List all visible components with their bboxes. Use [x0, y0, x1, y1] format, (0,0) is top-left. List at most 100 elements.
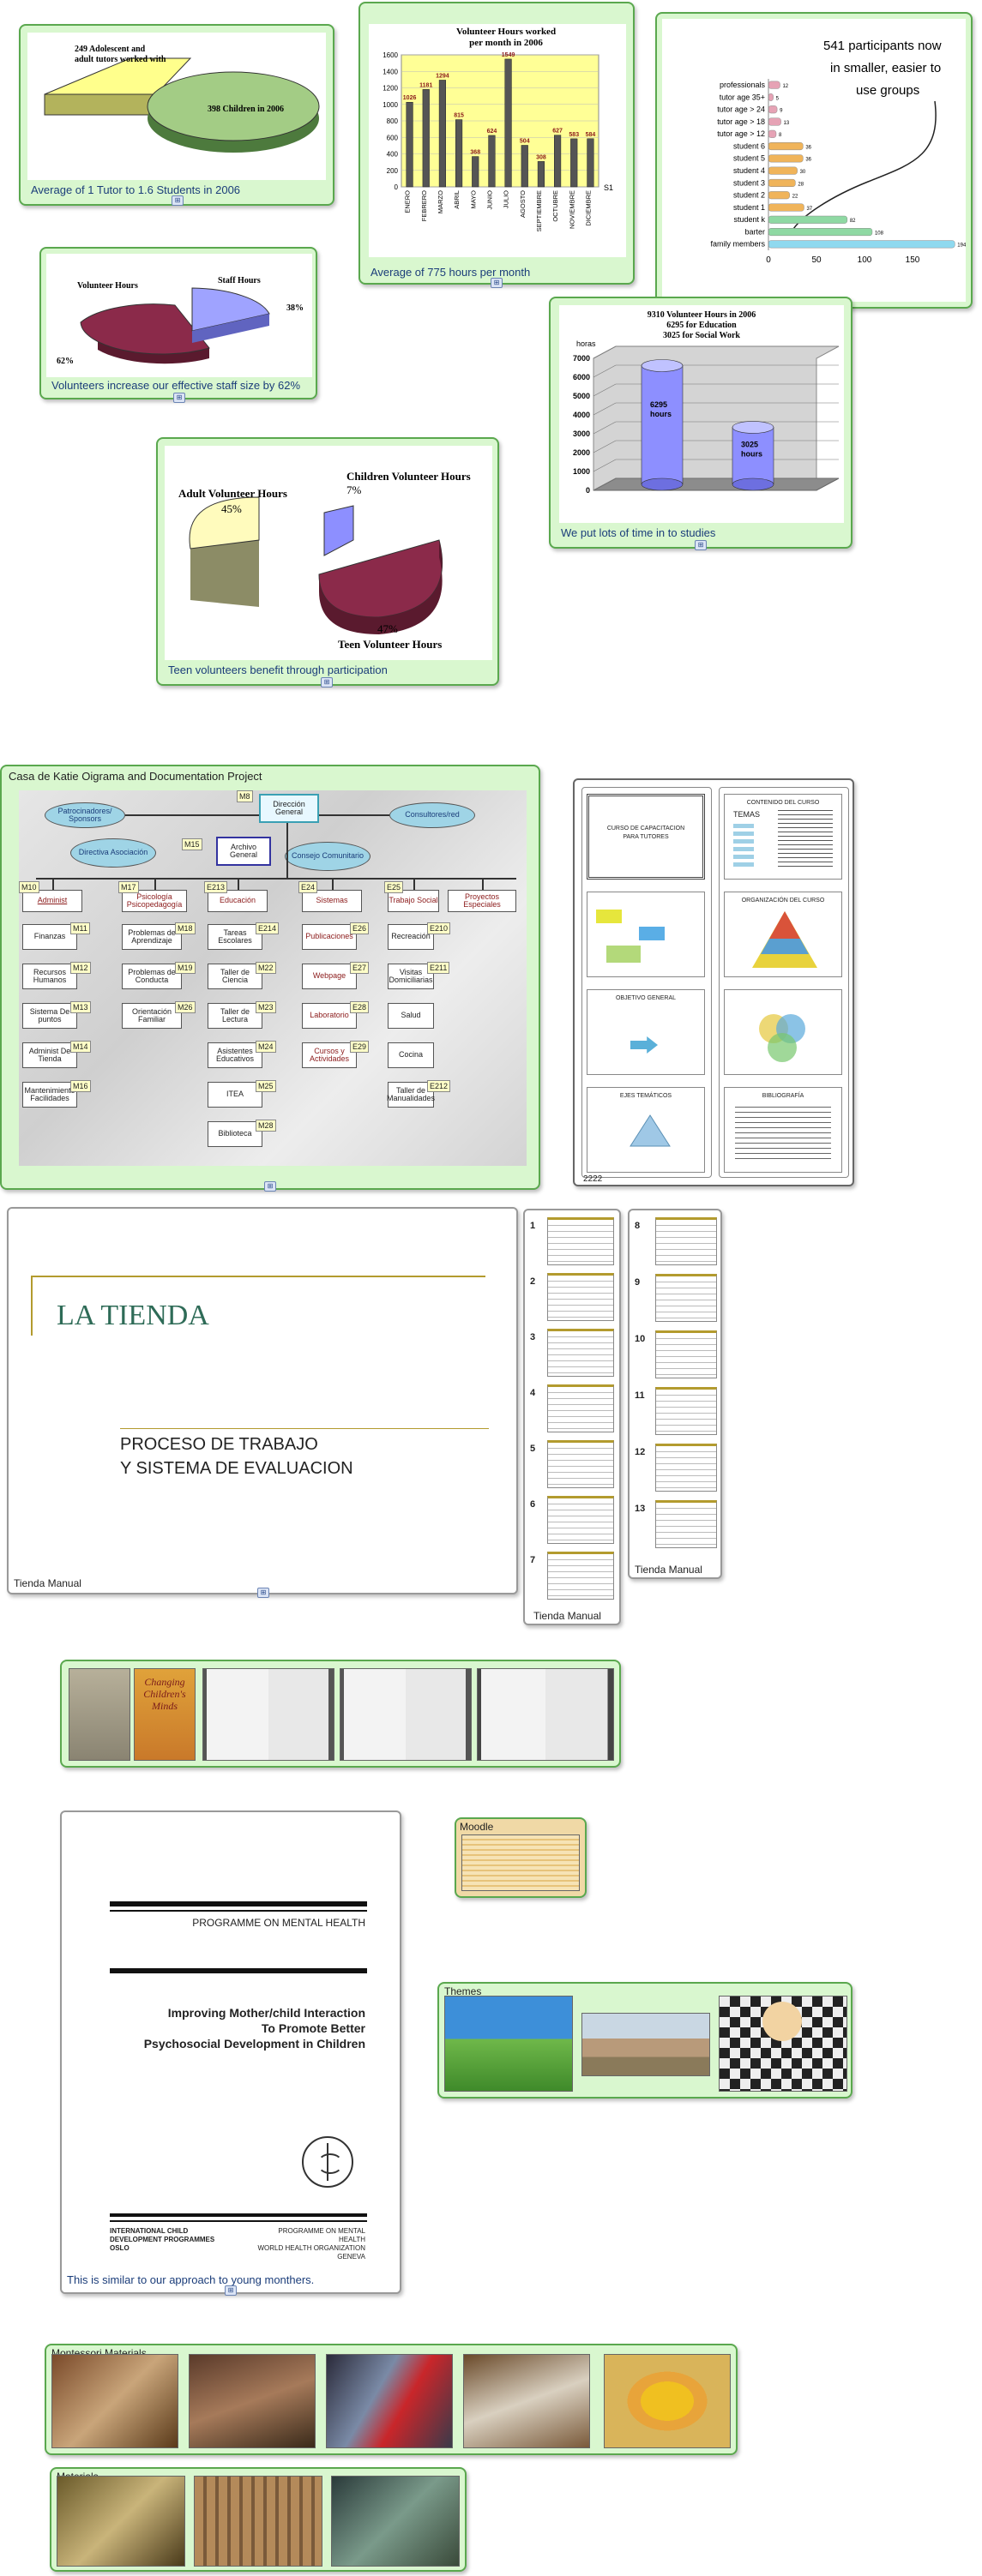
orgchart-item-box[interactable]: Administ De Tienda	[22, 1042, 77, 1068]
pin-icon[interactable]: ⊞	[491, 278, 503, 288]
orgchart-item-box[interactable]: Recreación	[388, 924, 434, 950]
slide-thumb-5[interactable]: OBJETIVO GENERAL	[587, 989, 705, 1075]
slide-thumb-3[interactable]	[587, 892, 705, 977]
pin-icon[interactable]: ⊞	[264, 1181, 276, 1192]
card-themes[interactable]: Themes	[437, 1982, 852, 2099]
card-moodle[interactable]: Moodle	[455, 1817, 587, 1898]
tienda-slide-thumb[interactable]	[547, 1217, 614, 1265]
orgchart-item-box[interactable]: Webpage	[302, 964, 357, 989]
montessori-photo-5[interactable]	[604, 2354, 731, 2448]
orgchart-column-head[interactable]: Psicología Psicopedagogía	[122, 890, 187, 912]
card-materials[interactable]: Materials	[50, 2467, 467, 2572]
orgchart-code-badge: E28	[350, 1001, 370, 1013]
tienda-slide-thumb[interactable]	[547, 1496, 614, 1544]
orgchart-item-box[interactable]: Sistema De puntos	[22, 1003, 77, 1029]
orgchart-item-box[interactable]: Cocina	[388, 1042, 434, 1068]
card-books[interactable]: Changing Children's Minds	[60, 1660, 621, 1768]
orgchart-item-box[interactable]: Biblioteca	[208, 1121, 262, 1147]
slide-2-arrows-icon	[733, 824, 754, 868]
card-cyl-hours[interactable]: 9310 Volunteer Hours in 2006 6295 for Ed…	[549, 297, 852, 550]
card-montessori[interactable]: Montessori Materials	[45, 2344, 738, 2455]
orgchart-column-head[interactable]: Trabajo Social	[388, 890, 439, 912]
orgchart-archivo[interactable]: Archivo General	[216, 837, 271, 866]
orgchart-item-box[interactable]: Taller de Manualidades	[387, 1082, 435, 1108]
orgchart-item-box[interactable]: Publicaciones	[302, 924, 357, 950]
orgchart-item-box[interactable]: Problemas de Aprendizaje	[122, 924, 182, 950]
pin-icon[interactable]: ⊞	[257, 1588, 269, 1598]
tienda-slide-thumb[interactable]	[655, 1274, 717, 1322]
card-participants[interactable]: 541 participants now in smaller, easier …	[655, 12, 973, 309]
montessori-photo-1[interactable]	[51, 2354, 178, 2448]
card-pie-tutors[interactable]: 249 Adolescent and adult tutors worked w…	[19, 24, 334, 206]
book-photo-5[interactable]	[477, 1668, 614, 1761]
book-photo-3[interactable]	[202, 1668, 334, 1761]
pin-icon[interactable]: ⊞	[173, 393, 185, 403]
book-photo-1[interactable]	[69, 1668, 130, 1761]
tienda-slide-thumb[interactable]	[547, 1440, 614, 1488]
tienda-slide-thumb[interactable]	[547, 1329, 614, 1377]
tienda-slide-thumb[interactable]	[655, 1387, 717, 1435]
tienda-slide-thumb[interactable]	[547, 1552, 614, 1600]
orgchart-item-box[interactable]: Finanzas	[22, 924, 77, 950]
orgchart-consultants[interactable]: Consultores/red	[389, 802, 475, 828]
montessori-photo-2[interactable]	[189, 2354, 316, 2448]
tienda-slide-thumb[interactable]	[655, 1500, 717, 1548]
pin-icon[interactable]: ⊞	[321, 677, 333, 688]
orgchart-item-box[interactable]: Visitas Domiciliarias	[388, 964, 434, 989]
book-photo-4[interactable]	[340, 1668, 472, 1761]
moodle-screenshot[interactable]	[461, 1834, 580, 1891]
tienda-slide-thumb[interactable]	[655, 1330, 717, 1378]
slide-thumb-4[interactable]: ORGANIZACIÓN DEL CURSO	[724, 892, 842, 977]
orgchart-item-box[interactable]: Taller de Lectura	[208, 1003, 262, 1029]
orgchart-directiva[interactable]: Directiva Asociación	[70, 838, 156, 868]
montessori-photo-3[interactable]	[326, 2354, 453, 2448]
materials-photo-2[interactable]	[194, 2476, 322, 2567]
materials-photo-1[interactable]	[57, 2476, 185, 2567]
orgchart-item-box[interactable]: Laboratorio	[302, 1003, 357, 1029]
materials-photo-3[interactable]	[331, 2476, 460, 2567]
card-tienda[interactable]: LA TIENDA PROCESO DE TRABAJO Y SISTEMA D…	[7, 1207, 518, 1598]
card-slide-deck[interactable]: CURSO DE CAPACITACION PARA TUTORES CONTE…	[573, 778, 854, 1186]
tienda-slide-thumb[interactable]	[655, 1217, 717, 1265]
theme-photo-2[interactable]	[581, 2013, 710, 2076]
orgchart-item-box[interactable]: Taller de Ciencia	[208, 964, 262, 989]
orgchart-sponsors[interactable]: Patrocinadores/ Sponsors	[45, 802, 125, 828]
slide-thumb-6[interactable]	[724, 989, 842, 1075]
montessori-photo-4[interactable]	[463, 2354, 590, 2448]
slide-thumb-7[interactable]: EJES TEMÁTICOS	[587, 1087, 705, 1173]
tienda-slide-thumb[interactable]	[655, 1444, 717, 1492]
card-pie-teen[interactable]: Adult Volunteer Hours 45% Children Volun…	[156, 437, 499, 688]
card-who-doc[interactable]: PROGRAMME ON MENTAL HEALTH Improving Mot…	[60, 1810, 401, 2296]
orgchart-column-head[interactable]: Sistemas	[302, 890, 362, 912]
pin-icon[interactable]: ⊞	[225, 2285, 237, 2296]
pin-icon[interactable]: ⊞	[695, 540, 707, 550]
tienda-slide-thumb[interactable]	[547, 1273, 614, 1321]
theme-photo-1[interactable]	[444, 1996, 573, 2092]
orgchart-column-head[interactable]: Proyectos Especiales	[448, 890, 516, 912]
pin-icon[interactable]: ⊞	[172, 195, 184, 206]
orgchart-item-box[interactable]: ITEA	[208, 1082, 262, 1108]
slide-thumb-8[interactable]: BIBLIOGRAFÍA	[724, 1087, 842, 1173]
orgchart-column-head[interactable]: Administ	[22, 890, 82, 912]
card-orgchart[interactable]: Casa de Katie Oigrama and Documentation …	[0, 765, 540, 1192]
orgchart-item-box[interactable]: Salud	[388, 1003, 434, 1029]
slide-thumb-1[interactable]: CURSO DE CAPACITACION PARA TUTORES	[587, 794, 705, 880]
orgchart-item-box[interactable]: Recursos Humanos	[22, 964, 77, 989]
orgchart-top-box[interactable]: Dirección General	[259, 794, 319, 823]
orgchart-item-box[interactable]: Orientación Familiar	[122, 1003, 182, 1029]
orgchart-consejo[interactable]: Consejo Comunitario	[285, 842, 371, 871]
slide-thumb-2[interactable]: CONTENIDO DEL CURSO TEMAS	[724, 794, 842, 880]
theme-photo-3[interactable]	[719, 1996, 847, 2092]
orgchart-item-box[interactable]: Mantenimiento Facilidades	[22, 1082, 77, 1108]
tienda-slide-thumb[interactable]	[547, 1384, 614, 1432]
book-photo-2[interactable]: Changing Children's Minds	[134, 1668, 196, 1761]
orgchart-item-box[interactable]: Problemas de Conducta	[122, 964, 182, 989]
orgchart-column-head[interactable]: Educación	[208, 890, 268, 912]
orgchart-item-box[interactable]: Asistentes Educativos	[208, 1042, 262, 1068]
card-pie-staff[interactable]: Volunteer Hours Staff Hours 38% 62% Volu…	[39, 247, 317, 403]
orgchart-item-box[interactable]: Tareas Escolares	[208, 924, 262, 950]
orgchart-item-box[interactable]: Cursos y Actividades	[302, 1042, 357, 1068]
